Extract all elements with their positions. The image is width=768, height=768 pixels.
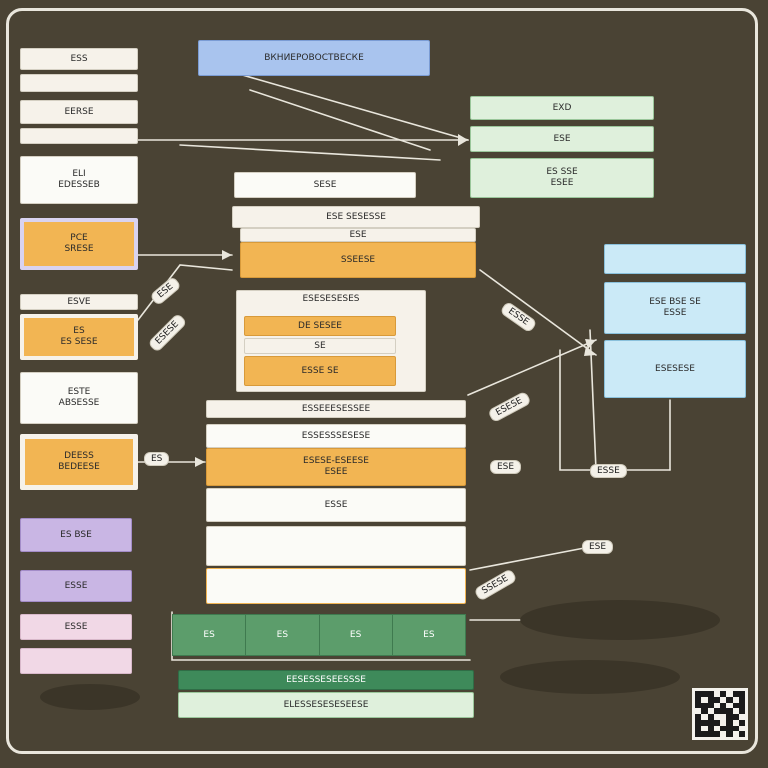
- green-cell-2: ES: [246, 615, 320, 655]
- green-cell-4: ES: [423, 630, 435, 640]
- bottom-mint-top: EESESSESEESSSE: [178, 670, 474, 690]
- top-right-box-3-line-1: ES SSE: [546, 167, 578, 177]
- left-box-5-line-1: ELI: [72, 169, 86, 179]
- left-box-12: ESSE: [20, 570, 132, 602]
- left-box-11-text: ES BSE: [60, 529, 92, 540]
- center-mid-box-3-text: ESSE SE: [301, 365, 339, 376]
- center-top-box-3: ESE: [240, 228, 476, 242]
- center-top-box-2-text: ESE SESESSE: [326, 211, 386, 222]
- center-top-box-1: SESE: [234, 172, 416, 198]
- right-box-3: ESESESE: [604, 340, 746, 398]
- center-mid-title: ESESESESES: [302, 294, 360, 304]
- edge-label-7: ESSE: [590, 464, 627, 478]
- diagram-title-text: ВКНИЕРОВОСТВЕСКЕ: [264, 52, 364, 63]
- ground-shadow-3: [40, 684, 140, 710]
- green-cell-3: ES: [320, 615, 393, 655]
- left-box-10: DEESS BEDEESE: [20, 434, 138, 490]
- center-top-box-3-text: ESE: [349, 229, 367, 240]
- left-box-12-text: ESSE: [64, 580, 88, 591]
- bottom-mint-top-text: EESESSESEESSSE: [286, 674, 366, 685]
- edge-label-6: ESE: [490, 460, 522, 474]
- diagram-title: ВКНИЕРОВОСТВЕСКЕ: [198, 40, 430, 76]
- center-top-box-4: SSEESE: [240, 242, 476, 278]
- left-box-11: ES BSE: [20, 518, 132, 552]
- right-box-2: ESE BSE SE ESSE: [604, 282, 746, 334]
- left-box-9: ESTE ABSESSE: [20, 372, 138, 424]
- edge-label-1: ES: [144, 452, 170, 466]
- center-table-row-2-line-1: ESESE-ESEESE: [303, 456, 369, 466]
- bottom-mint-bottom-text: ELESSESESESEESE: [283, 699, 369, 710]
- center-table-row-3-text: ESSE: [324, 499, 348, 510]
- bottom-green-bar: ES ES ES ES: [172, 614, 466, 656]
- left-box-13-text: ESSE: [64, 621, 88, 632]
- left-box-4: [20, 128, 138, 144]
- center-table-header-text: ESSEEESESSEE: [301, 403, 371, 414]
- top-right-box-2: ESE: [470, 126, 654, 152]
- green-cell-1: ES: [173, 615, 247, 655]
- left-box-6: PCE SRESE: [20, 218, 138, 270]
- left-box-7: ESVE: [20, 294, 138, 310]
- center-table-row-1-text: ESSESSSESESE: [301, 430, 371, 441]
- right-box-3-text: ESESESE: [655, 363, 695, 374]
- edge-label-8: ESE: [582, 540, 614, 554]
- left-box-3: EERSE: [20, 100, 138, 124]
- ground-shadow-1: [520, 600, 720, 640]
- center-mid-box-2-text: SE: [314, 340, 326, 351]
- top-right-box-1-text: EXD: [552, 102, 572, 113]
- top-right-box-3: ES SSE ESEE: [470, 158, 654, 198]
- center-table-row-2: ESESE-ESEESE ESEE: [206, 448, 466, 486]
- center-table-row-3: ESSE: [206, 488, 466, 522]
- top-right-box-1: EXD: [470, 96, 654, 120]
- left-box-1: ESS: [20, 48, 138, 70]
- right-box-2-line-2: ESSE: [663, 308, 687, 318]
- center-top-box-4-text: SSEESE: [340, 254, 376, 265]
- left-box-1-text: ESS: [70, 53, 88, 64]
- qr-code: [692, 688, 748, 740]
- left-box-9-line-2: ABSESSE: [58, 398, 100, 408]
- center-table-header: ESSEEESESSEE: [206, 400, 466, 418]
- center-table-row-1: ESSESSSESESE: [206, 424, 466, 448]
- left-box-2: [20, 74, 138, 92]
- center-top-box-2: ESE SESESSE: [232, 206, 480, 228]
- left-box-14: [20, 648, 132, 674]
- left-box-13: ESSE: [20, 614, 132, 640]
- left-box-5-line-2: EDESSEB: [58, 180, 100, 190]
- center-mid-box-3: ESSE SE: [244, 356, 396, 386]
- diagram-frame: [6, 8, 758, 754]
- left-box-5: ELI EDESSEB: [20, 156, 138, 204]
- top-right-box-2-text: ESE: [553, 133, 571, 144]
- center-table-row-4: [206, 526, 466, 566]
- left-box-6-line-2: SRESE: [64, 244, 94, 254]
- left-box-10-line-2: BEDEESE: [58, 462, 100, 472]
- left-box-8-line-2: ES SESE: [60, 337, 98, 347]
- center-mid-box-1: DE SESEE: [244, 316, 396, 336]
- top-right-box-3-line-2: ESEE: [550, 178, 574, 188]
- right-box-1: [604, 244, 746, 274]
- center-table-row-5: [206, 568, 466, 604]
- left-box-3-text: EERSE: [64, 106, 94, 117]
- left-box-8-line-1: ES: [73, 326, 85, 336]
- left-box-7-text: ESVE: [67, 296, 91, 307]
- left-box-10-line-1: DEESS: [64, 451, 94, 461]
- center-top-box-1-text: SESE: [313, 179, 337, 190]
- center-mid-box-2: SE: [244, 338, 396, 354]
- center-table-row-2-line-2: ESEE: [324, 467, 348, 477]
- center-mid-box-1-text: DE SESEE: [298, 320, 342, 331]
- left-box-6-line-1: PCE: [70, 233, 88, 243]
- left-box-9-line-1: ESTE: [67, 387, 91, 397]
- ground-shadow-2: [500, 660, 680, 694]
- bottom-mint-bottom: ELESSESESESEESE: [178, 692, 474, 718]
- left-box-8: ES ES SESE: [20, 314, 138, 360]
- right-box-2-line-1: ESE BSE SE: [649, 297, 701, 307]
